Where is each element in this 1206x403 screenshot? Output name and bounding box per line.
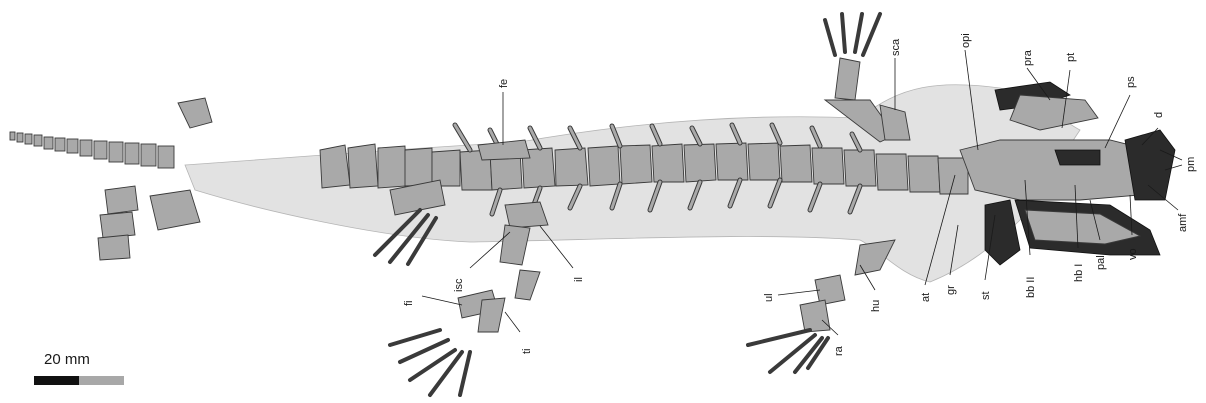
label-amf: amf [1177,213,1189,232]
label-bb-ii: bb II [1025,277,1037,298]
label-pal: pal [1095,255,1107,270]
label-d: d [1153,112,1165,118]
label-pt: pt [1065,53,1077,62]
label-ra: ra [833,345,845,356]
label-pra: pra [1022,49,1034,66]
label-isc: isc [453,278,465,292]
label-ti: ti [521,349,533,355]
label-hu: hu [870,300,882,312]
scale-bar: 20 mm [34,351,124,385]
scale-bar-segment-dark [34,376,79,385]
label-at: at [920,293,932,302]
tail-fragment [10,132,174,168]
label-gr: gr [945,285,957,295]
label-st: st [980,291,992,300]
label-vo: vo [1127,248,1139,260]
label-fe: fe [498,79,510,88]
label-fi: fi [403,301,415,307]
label-opi: opi [960,33,972,48]
label-ul: ul [763,293,775,302]
label-il: il [573,277,585,282]
scale-bar-segment-light [79,376,124,385]
scale-bar-label: 20 mm [44,351,90,368]
label-hb-i: hb I [1073,264,1085,282]
label-ps: ps [1125,76,1137,88]
label-sca: sca [890,38,902,56]
label-pm: pm [1185,157,1197,172]
